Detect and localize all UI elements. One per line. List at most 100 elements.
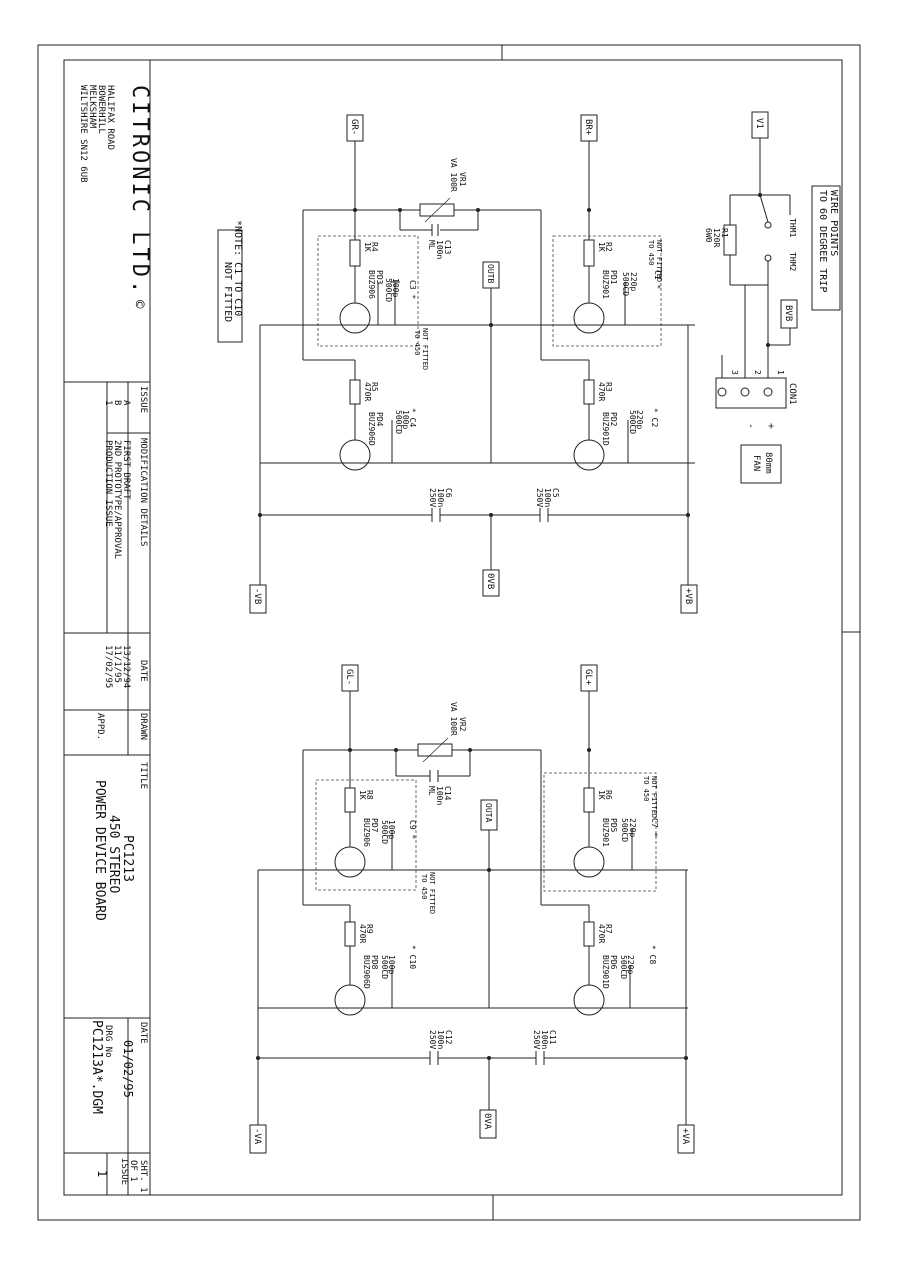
c14-ref: C14: [443, 786, 452, 801]
r6-value: 1K: [597, 790, 606, 800]
address-line-1: HALIFAX ROAD: [105, 85, 115, 150]
revision-date-a: 13/12/94: [121, 645, 131, 688]
c13-value: 100n: [435, 240, 444, 259]
inner-frame: [63, 59, 843, 1196]
appd-label: APPD.: [95, 713, 105, 740]
con1-label: CON1: [787, 383, 797, 405]
revision-date-1: 17/02/95: [103, 645, 113, 688]
c4-ref: * C4: [408, 408, 417, 427]
revision-details-a: FIRST DRAFT: [121, 440, 131, 500]
c5-voltage: 250V: [535, 488, 544, 507]
thm1-label: THM1: [788, 218, 797, 237]
c2-type: 500CD: [628, 410, 637, 434]
title-line-2: 450 STEREO: [106, 815, 121, 893]
to-450-a1: TO 450: [420, 874, 428, 899]
not-fitted-area-a2: [543, 772, 657, 892]
company-name-text: CITRONIC LTD.: [127, 85, 152, 296]
net-minus-va-label: -VA: [252, 1128, 262, 1145]
fan-section: V1 R1 120R 6W0 THM1 THM2 BVB 1 2 3 CON1 …: [704, 111, 798, 484]
issue-label: ISSUE: [119, 1158, 129, 1185]
title-label: TITLE: [138, 762, 148, 789]
net-br-plus-label: BR+: [583, 119, 593, 136]
revision-issue-1: 1: [103, 400, 113, 405]
fan-box: [740, 444, 782, 484]
modification-header: MODIFICATION DETAILS: [138, 438, 148, 546]
channel-b: GR- BR+ OUTB -VB 0VB +VB VR1 VA 100R C13…: [249, 114, 698, 614]
r8-ref: R8: [365, 790, 374, 800]
pd8-type: BUZ906D: [362, 955, 371, 989]
c11-value: 100n: [540, 1030, 549, 1049]
address-line-4: WILTSHIRE SN12 6UB: [78, 85, 88, 183]
c4-value: 100p: [401, 410, 410, 429]
c8-ref: * C8: [648, 945, 657, 964]
r8-value: 1K: [358, 790, 367, 800]
c4-type: 500CD: [394, 410, 403, 434]
note-text-1: *NOTE: C1 TO C10: [232, 220, 243, 316]
pin-3: 3: [730, 370, 739, 375]
net-outa-label: OUTA: [484, 803, 493, 822]
c9-value: 100p: [387, 820, 396, 839]
r6-resistor: [583, 787, 595, 813]
pd5-ref: PD5: [609, 818, 618, 833]
c8-value: 220p: [626, 955, 635, 974]
r4-ref: R4: [370, 242, 379, 252]
r4-value: 1K: [363, 242, 372, 252]
pd3-mosfet: [339, 302, 371, 334]
c13-type: ML: [427, 240, 436, 250]
address-line-2: BOWERHILL: [96, 85, 106, 134]
pd8-mosfet: [334, 984, 366, 1016]
c10-type: 500CD: [380, 955, 389, 979]
wire-note-2: TO 60 DEGREE TRIP: [817, 190, 828, 292]
net-v1-label: V1: [754, 118, 764, 129]
date-header: DATE: [138, 660, 148, 682]
vr2-ref: VR2: [458, 717, 467, 732]
c6-value: 100n: [436, 488, 445, 507]
not-fitted-area-a1: [315, 779, 417, 891]
c1-ref: C1 *: [653, 270, 662, 289]
r8-resistor: [344, 787, 356, 813]
net-gl-plus-label: GL+: [583, 669, 593, 686]
pd6-type: BUZ901D: [601, 955, 610, 989]
net-plus-va-label: +VA: [680, 1128, 690, 1145]
r2-ref: R2: [604, 242, 613, 252]
sheet-label: SHT. 1: [138, 1160, 148, 1193]
address-line-3: MELKSHAM: [87, 85, 97, 129]
pd6-mosfet: [573, 984, 605, 1016]
r5-value: 470R: [363, 382, 372, 401]
pd7-ref: PD7: [370, 818, 379, 833]
pd1-mosfet: [573, 302, 605, 334]
net-plus-vb: [680, 584, 698, 614]
c1-value: 220p: [629, 272, 638, 291]
r1-wattage: 6W0: [704, 228, 713, 243]
thm1-point: [764, 221, 772, 229]
c8-type: 500CD: [619, 955, 628, 979]
drg-label: DRG No: [103, 1025, 113, 1058]
r9-value: 470R: [358, 924, 367, 943]
thm2-point: [764, 254, 772, 262]
c2-value: 220p: [635, 410, 644, 429]
r5-ref: R5: [370, 382, 379, 392]
c9-ref: C9 *: [408, 820, 417, 839]
pd3-type: BUZ906: [367, 270, 376, 299]
pd4-ref: PD4: [375, 412, 384, 427]
vr1-ref: VR1: [458, 172, 467, 187]
not-fitted-a2: NOT FITTED: [650, 776, 658, 818]
c11-ref: C11: [548, 1030, 557, 1045]
pd4-mosfet: [339, 439, 371, 471]
pd1-type: BUZ901: [601, 270, 610, 299]
c3-type: 500CD: [384, 278, 393, 302]
drawn-label: DRAWN: [138, 713, 148, 740]
pd3-ref: PD3: [375, 270, 384, 285]
issue-value: 1: [95, 1170, 109, 1177]
revision-date-b: 11/1/95: [112, 645, 122, 683]
net-bvb-label: BVB: [783, 305, 793, 321]
c10-ref: * C10: [408, 945, 417, 969]
net-outb-label: OUTB: [486, 264, 495, 283]
c2-ref: * C2: [650, 408, 659, 427]
r3-resistor: [583, 379, 595, 405]
thm2-label: THM2: [788, 252, 797, 271]
net-bvb: [780, 299, 798, 329]
net-0vb-label: 0VB: [485, 573, 495, 589]
pd2-ref: PD2: [609, 412, 618, 427]
